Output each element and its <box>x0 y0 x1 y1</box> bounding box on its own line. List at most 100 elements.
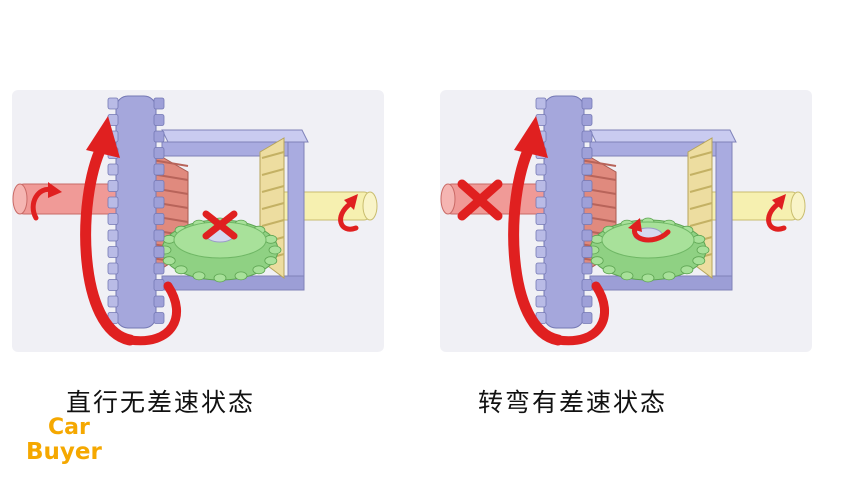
right-bevel-tooth <box>689 151 713 159</box>
spider-gear-tooth <box>162 256 176 266</box>
left-axle-arrow-head <box>48 182 62 198</box>
ring-gear-tooth-left <box>535 213 547 225</box>
ring-gear-tooth-left <box>535 262 547 275</box>
spider-gear-tooth <box>641 273 655 283</box>
ring-gear-tooth-right <box>581 246 593 258</box>
right-bevel-tooth <box>689 219 713 227</box>
spider-gear-tooth <box>602 265 616 275</box>
ring-gear-tooth-left <box>107 213 119 225</box>
right-bevel-tooth <box>689 168 713 176</box>
frame-top-face <box>589 129 737 143</box>
diagram-turning <box>440 80 820 370</box>
logo-text-buyer: Buyer <box>26 439 102 465</box>
left-axle-end <box>12 183 28 215</box>
right-bevel-tooth <box>689 185 713 193</box>
ring-gear-tooth-right <box>153 114 165 126</box>
ring-gear-body <box>543 95 585 329</box>
ring-gear-tooth-left <box>535 229 547 242</box>
ring-gear-tooth-left <box>535 163 547 176</box>
right-axle-rotation-arrow <box>338 201 359 232</box>
ring-gear-tooth-right <box>153 163 165 176</box>
right-axle-end <box>362 191 378 221</box>
ring-gear-tooth-right <box>153 295 165 308</box>
differential-diagram-straight <box>12 90 384 352</box>
ring-gear-tooth-right <box>153 147 165 159</box>
spider-gear-tooth <box>264 234 278 244</box>
ring-gear-tooth-right <box>153 213 165 225</box>
ring-gear-tooth-right <box>581 213 593 225</box>
differential-diagram-turning <box>440 90 812 352</box>
carbuyer-logo: Car Buyer <box>26 415 126 465</box>
ring-gear-tooth-right <box>581 147 593 159</box>
ring-gear-tooth-left <box>107 180 119 192</box>
right-bevel-tooth <box>261 219 285 227</box>
spider-gear-x-stroke-b <box>202 210 238 240</box>
ring-gear-tooth-right <box>581 180 593 192</box>
ring-gear-tooth-right <box>153 196 165 209</box>
ring-rotation-arrow-back <box>508 140 564 346</box>
caption-turning: 转弯有差速状态 <box>478 388 668 417</box>
spider-gear-tooth <box>696 245 710 255</box>
left-bevel-tooth <box>151 159 189 167</box>
spider-gear-tooth <box>162 234 176 244</box>
ring-gear-tooth-left <box>535 196 547 209</box>
right-axle-end <box>790 191 806 221</box>
ring-rotation-arrow-head <box>86 116 120 158</box>
ring-gear-tooth-right <box>581 312 593 324</box>
spider-gear-tooth <box>264 256 278 266</box>
ring-gear-tooth-right <box>581 97 593 110</box>
spider-gear-tooth <box>234 271 248 281</box>
spider-gear-tooth <box>662 271 676 281</box>
spider-gear-arrow-head <box>628 218 642 232</box>
right-bevel-tooth <box>261 168 285 176</box>
frame-right-side <box>715 141 733 291</box>
ring-gear-tooth-left <box>107 229 119 242</box>
diagram-straight-driving <box>12 80 392 370</box>
ring-gear-tooth-left <box>107 163 119 176</box>
right-axle-arrow-head <box>772 194 786 210</box>
spider-gear-tooth <box>252 265 266 275</box>
left-axle-end <box>440 183 456 215</box>
ring-gear-tooth-right <box>153 229 165 242</box>
ring-gear-tooth-right <box>153 97 165 110</box>
spider-gear-tooth <box>590 256 604 266</box>
right-bevel-tooth <box>261 202 285 210</box>
ring-gear-tooth-right <box>153 246 165 258</box>
right-axle-rotation-arrow <box>766 201 787 232</box>
left-bevel-tooth <box>579 159 617 167</box>
ring-gear-tooth-left <box>535 295 547 308</box>
right-bevel-tooth <box>689 202 713 210</box>
logo-text-car: Car <box>48 415 90 440</box>
ring-gear-tooth-right <box>153 312 165 324</box>
ring-rotation-arrow-head <box>514 116 548 158</box>
right-bevel-tooth <box>261 185 285 193</box>
ring-gear-tooth-left <box>107 295 119 308</box>
spider-gear-tooth <box>268 245 282 255</box>
ring-gear-tooth-right <box>153 180 165 192</box>
ring-gear-tooth-left <box>535 246 547 258</box>
frame-top-face <box>161 129 309 143</box>
ring-rotation-arrow-front <box>125 281 182 346</box>
right-axle-arrow-head <box>344 194 358 210</box>
ring-gear-tooth-left <box>107 196 119 209</box>
right-bevel-tooth <box>261 151 285 159</box>
ring-gear-tooth-left <box>107 262 119 275</box>
spider-gear-tooth <box>680 265 694 275</box>
ring-gear-tooth-right <box>581 114 593 126</box>
ring-gear-tooth-right <box>581 229 593 242</box>
spider-gear-tooth <box>590 234 604 244</box>
ring-gear-tooth-left <box>535 180 547 192</box>
spider-gear-tooth <box>692 234 706 244</box>
ring-gear-body <box>115 95 157 329</box>
ring-gear-tooth-right <box>581 295 593 308</box>
spider-gear-tooth <box>620 271 634 281</box>
ring-gear-tooth-left <box>535 279 547 291</box>
ring-rotation-arrow-back <box>80 140 136 346</box>
ring-gear-tooth-left <box>107 97 119 110</box>
ring-gear-tooth-left <box>107 246 119 258</box>
spider-gear-tooth <box>174 265 188 275</box>
spider-gear-tooth <box>192 271 206 281</box>
ring-gear-tooth-left <box>107 279 119 291</box>
left-axle-blocked-x-stroke-b <box>457 179 503 221</box>
ring-rotation-arrow-front <box>553 281 610 346</box>
